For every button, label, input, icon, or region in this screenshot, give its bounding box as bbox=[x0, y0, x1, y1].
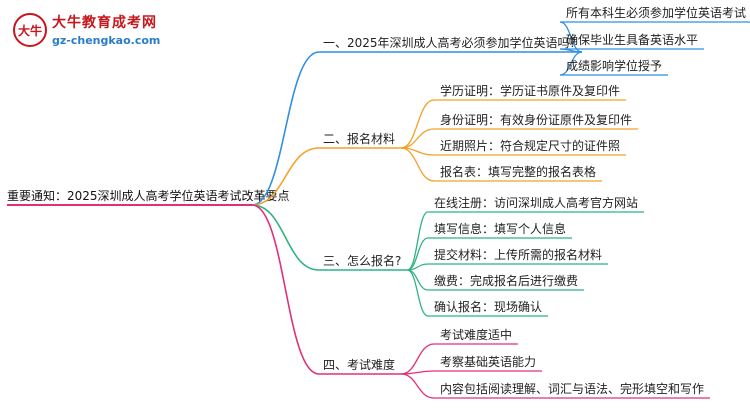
branch-connector-2 bbox=[251, 147, 320, 206]
leaf-label-3-1: 在线注册：访问深圳成人高考官方网站 bbox=[434, 195, 638, 210]
branch-connector-1 bbox=[251, 51, 320, 206]
leaf-connector-1-1 bbox=[559, 21, 583, 53]
branch-label-1: 一、2025年深圳成人高考必须参加学位英语吗? bbox=[323, 35, 576, 50]
leaf-label-2-1: 学历证明：学历证书原件及复印件 bbox=[440, 83, 620, 98]
branch-connector-4 bbox=[251, 204, 320, 375]
leaf-connector-1-3 bbox=[559, 51, 583, 76]
leaf-label-4-3: 内容包括阅读理解、词汇与语法、完形填空和写作 bbox=[440, 381, 704, 396]
site-logo[interactable]: 大牛 大牛教育成考网 gz-chengkao.com bbox=[8, 10, 208, 54]
leaf-label-3-5: 确认报名：现场确认 bbox=[434, 299, 542, 314]
leaf-connector-3-2 bbox=[407, 237, 429, 271]
leaf-connector-4-3 bbox=[400, 373, 435, 399]
leaf-connector-2-4 bbox=[400, 147, 435, 182]
leaf-connector-3-5 bbox=[407, 269, 429, 317]
branch-label-3: 三、怎么报名? bbox=[323, 253, 401, 268]
leaf-label-4-1: 考试难度适中 bbox=[440, 327, 512, 342]
leaf-label-1-2: 确保毕业生具备英语水平 bbox=[566, 33, 698, 47]
leaf-label-3-2: 填写信息：填写个人信息 bbox=[434, 221, 566, 236]
leaf-label-1-1: 所有本科生必须参加学位英语考试 bbox=[566, 5, 746, 20]
leaf-label-2-2: 身份证明：有效身份证原件及复印件 bbox=[440, 112, 632, 127]
root-node-label: 重要通知：2025深圳成人高考学位英语考试改革要点 bbox=[7, 188, 290, 203]
leaf-label-1-3: 成绩影响学位授予 bbox=[566, 58, 662, 73]
branch-connector-3 bbox=[251, 204, 320, 271]
leaf-label-3-4: 缴费：完成报名后进行缴费 bbox=[434, 273, 578, 288]
branch-label-4: 四、考试难度 bbox=[323, 357, 395, 372]
leaf-label-3-3: 提交材料：上传所需的报名材料 bbox=[434, 247, 602, 262]
leaf-connector-2-2 bbox=[400, 128, 435, 149]
logo-url: gz-chengkao.com bbox=[52, 34, 161, 47]
branch-label-2: 二、报名材料 bbox=[323, 131, 395, 146]
logo-mark-text: 大牛 bbox=[18, 23, 42, 38]
leaf-label-2-3: 近期照片：符合规定尺寸的证件照 bbox=[440, 138, 620, 153]
leaf-connector-3-4 bbox=[407, 269, 429, 291]
leaf-label-2-4: 报名表：填写完整的报名表格 bbox=[440, 164, 596, 179]
logo-title: 大牛教育成考网 bbox=[52, 15, 157, 31]
leaf-connector-3-1 bbox=[407, 211, 429, 271]
leaf-connector-2-1 bbox=[400, 99, 435, 149]
leaf-label-4-2: 考察基础英语能力 bbox=[440, 355, 536, 369]
logo-mark-icon: 大牛 bbox=[13, 13, 47, 47]
leaf-connector-4-1 bbox=[400, 343, 435, 375]
